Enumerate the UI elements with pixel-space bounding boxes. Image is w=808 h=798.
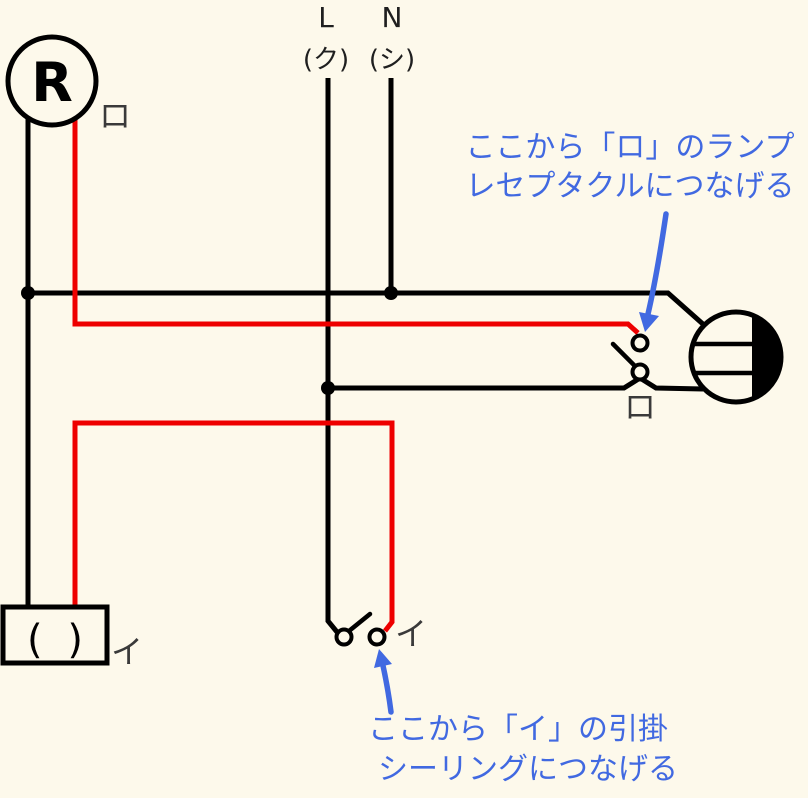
junction-dot-left [21,286,35,300]
ceiling-rose-circuit-label: イ [111,633,143,671]
annotation-bottom-line1: ここから「イ」の引掛 [368,712,668,747]
junction-dots [21,286,398,395]
outlet-symbol [688,309,784,405]
switch-ro-circuit-label: ロ [624,388,656,426]
ceiling-rose-hooks: ( ) [27,617,89,663]
switch-i-symbol: イ [334,611,427,653]
annotation-top-line2: レセプタクルにつなげる [465,169,794,204]
red-wires [72,117,640,633]
annotation-bottom: ここから「イ」の引掛 シーリングにつなげる [368,649,678,787]
switch-ro-symbol: ロ [610,333,656,426]
live-terminal-sublabel: (ク) [303,45,349,75]
annotation-bottom-line2: シーリングにつなげる [378,752,678,787]
wire-red-ceiling-rose-to-switch-i [72,420,395,633]
outlet-blade-lines [692,341,753,376]
lamp-receptacle-circle [5,34,99,128]
annotation-top: ここから「ロ」のランプ レセプタクルにつなげる [465,130,795,332]
ceiling-rose-symbol: ( ) イ [0,604,143,671]
outlet-filled-segment [752,315,781,399]
lamp-receptacle-letter: R [31,51,73,114]
junction-dot-live [321,381,335,395]
switch-i-terminal-right [367,627,387,647]
annotation-top-arrow-icon [639,312,659,332]
switch-i-terminal-left [334,627,354,647]
source-terminals: L (ク) N (シ) [303,1,415,75]
switch-i-blade [346,611,373,634]
ceiling-rose-box [0,604,110,666]
neutral-terminal-sublabel: (シ) [369,45,415,75]
black-wires [25,78,706,634]
annotation-top-arrow-line [645,211,669,317]
junction-dot-neutral [384,286,398,300]
switch-ro-terminal-top [630,333,650,353]
lamp-receptacle-circuit-label: ロ [99,97,131,135]
live-terminal-label: L [318,1,334,34]
wire-neutral-bus-to-outlet [28,290,706,327]
annotation-bottom-arrow-icon [374,649,392,668]
lamp-receptacle-symbol: R ロ [5,34,131,135]
neutral-terminal-label: N [382,1,403,34]
wire-source-live-to-switch-i [325,78,339,634]
wire-red-receptacle-to-switch-ro [72,117,640,335]
switch-ro-blade [610,341,638,369]
switch-i-circuit-label: イ [395,615,427,653]
switch-ro-terminal-bottom [630,362,650,382]
annotation-top-line1: ここから「ロ」のランプ [465,130,794,165]
